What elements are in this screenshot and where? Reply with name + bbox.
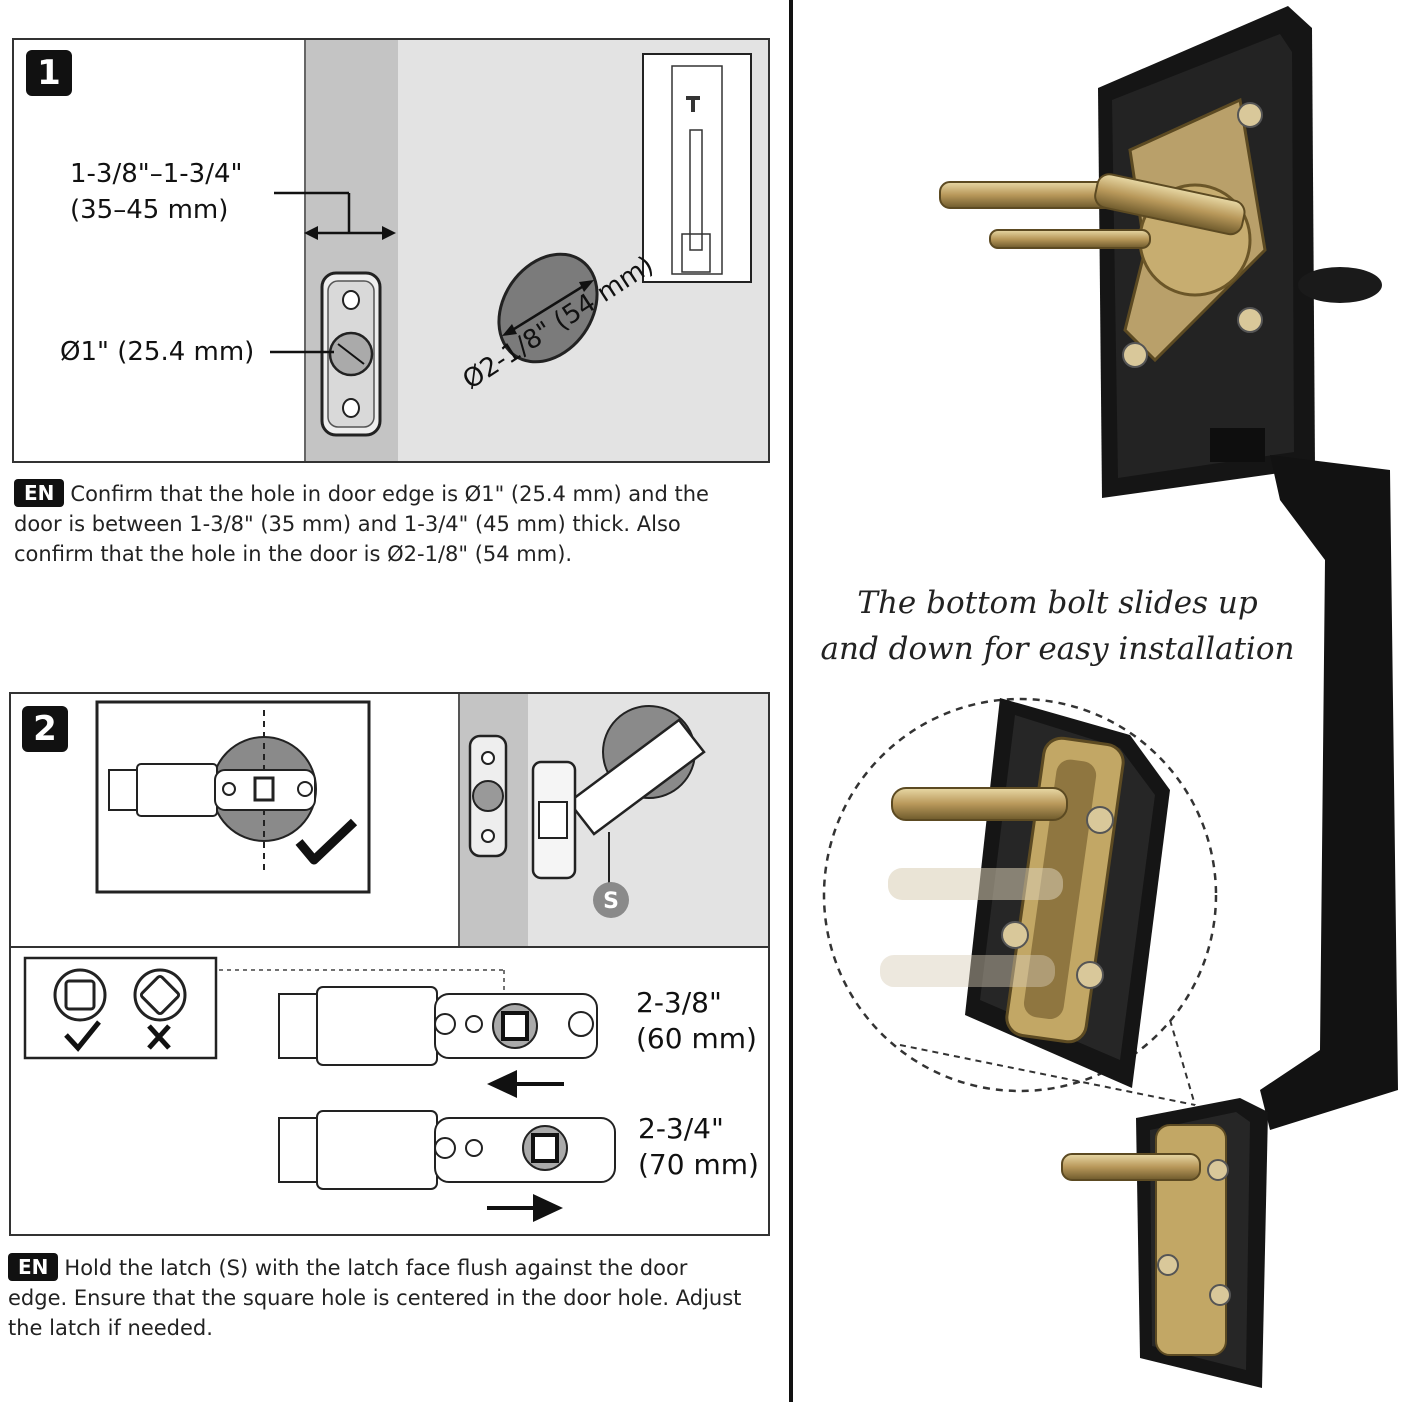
door-thickness-label-line1: 1-3/8"–1-3/4"	[70, 159, 243, 189]
step2-number: 2	[22, 706, 68, 752]
section-divider	[789, 0, 793, 1402]
backset-70-label-line2: (70 mm)	[638, 1148, 759, 1181]
product-caption-line2: and down for easy installation	[820, 631, 1295, 667]
step1-number: 1	[26, 50, 72, 96]
step1-diagram	[270, 53, 752, 437]
handle-product-image	[822, 6, 1398, 1388]
backset-70-label-line1: 2-3/4"	[638, 1112, 724, 1145]
step2-lang-badge: EN	[8, 1253, 59, 1281]
edge-hole-label: Ø1" (25.4 mm)	[60, 337, 255, 367]
step2-diagram: S	[23, 700, 706, 1222]
product-caption-line1: The bottom bolt slides up	[857, 585, 1258, 621]
step1-lang-badge: EN	[14, 479, 65, 507]
latch-marker: S	[603, 889, 619, 914]
product-caption: The bottom bolt slides up and down for e…	[805, 580, 1310, 672]
backset-60-label-line1: 2-3/8"	[636, 986, 722, 1019]
step2-description: Hold the latch (S) with the latch face f…	[8, 1256, 742, 1340]
check-icon	[64, 1020, 101, 1052]
step2-divider	[11, 946, 768, 948]
cross-icon	[147, 1024, 171, 1050]
door-thickness-label-line2: (35–45 mm)	[70, 195, 229, 225]
step1-description: Confirm that the hole in door edge is Ø1…	[14, 482, 709, 566]
backset-60-label-line2: (60 mm)	[636, 1022, 757, 1055]
